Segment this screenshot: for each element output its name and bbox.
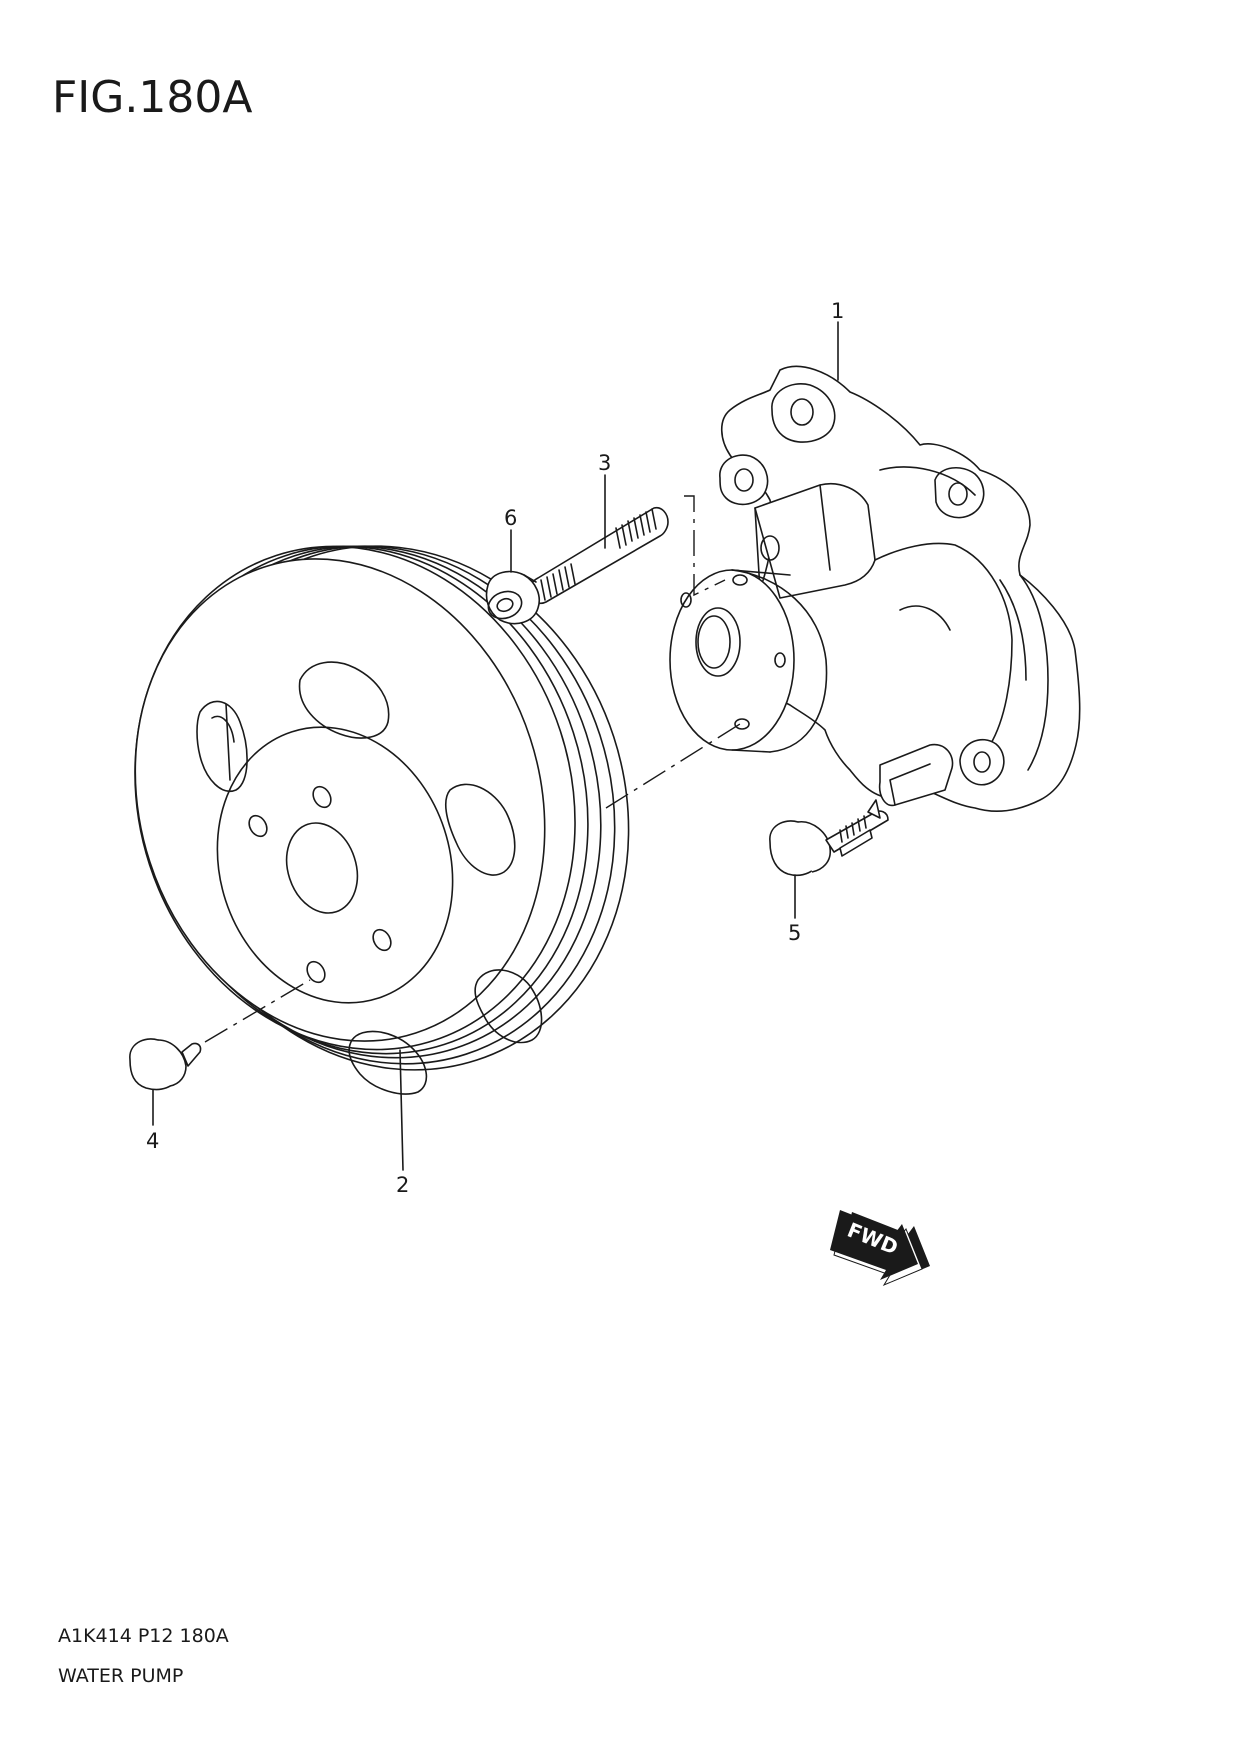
- callout-1: 1: [831, 299, 844, 323]
- axis-line-pump: [605, 723, 741, 809]
- axis-line-stud: [684, 495, 726, 597]
- callout-5: 5: [788, 921, 801, 945]
- axis-line-bolt4: [204, 979, 311, 1043]
- figure-name: WATER PUMP: [58, 1665, 184, 1687]
- stud-bolt: [529, 474, 669, 605]
- callout-2: 2: [396, 1173, 409, 1197]
- fwd-arrow-badge: FWD: [830, 1210, 930, 1287]
- pulley: [134, 545, 630, 1171]
- pulley-bolt: [129, 1038, 202, 1126]
- figure-title: FIG.180A: [52, 72, 253, 123]
- flange-nut: [485, 529, 540, 625]
- callout-3: 3: [598, 451, 611, 475]
- callout-6: 6: [504, 506, 517, 530]
- pump-bolt: [769, 799, 889, 919]
- figure-code: A1K414 P12 180A: [58, 1625, 229, 1647]
- water-pump-body: [669, 321, 1081, 813]
- callout-4: 4: [146, 1129, 159, 1153]
